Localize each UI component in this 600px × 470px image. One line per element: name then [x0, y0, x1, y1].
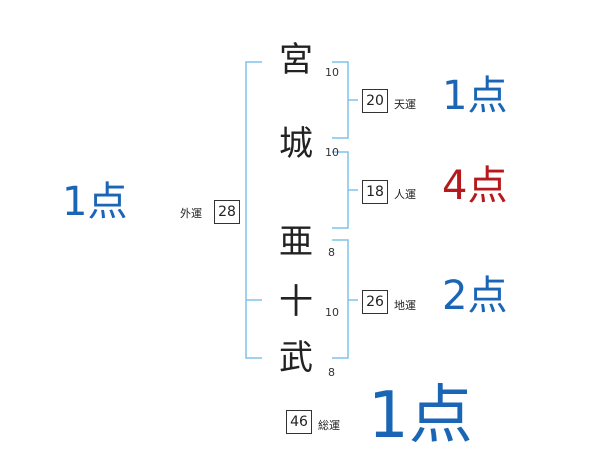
heaven-value-box: 20	[362, 89, 388, 113]
name-char-3: 亜	[279, 222, 313, 262]
stroke-count-1: 10	[325, 66, 339, 79]
stroke-count-4: 10	[325, 306, 339, 319]
stroke-count-3: 8	[328, 246, 335, 259]
person-value-box: 18	[362, 180, 388, 204]
total-label: 総運	[318, 419, 340, 432]
name-char-4: 十	[279, 282, 313, 322]
heaven-score: 1点	[442, 73, 508, 119]
total-value-box: 46	[286, 410, 312, 434]
outer-score: 1点	[62, 179, 128, 225]
person-score: 4点	[442, 163, 508, 209]
outer-bracket	[245, 61, 262, 359]
earth-bracket	[332, 239, 349, 359]
earth-score: 2点	[442, 273, 508, 319]
earth-label: 地運	[394, 299, 416, 312]
outer-value-box: 28	[214, 200, 240, 224]
name-char-1: 宮	[279, 40, 313, 80]
total-score: 1点	[368, 379, 473, 453]
name-char-5: 武	[279, 338, 313, 378]
person-bracket	[332, 151, 349, 229]
heaven-label: 天運	[394, 98, 416, 111]
outer-label: 外運	[180, 207, 202, 220]
stroke-count-2: 10	[325, 146, 339, 159]
stroke-count-5: 8	[328, 366, 335, 379]
person-label: 人運	[394, 188, 416, 201]
earth-value-box: 26	[362, 290, 388, 314]
name-char-2: 城	[279, 124, 313, 164]
